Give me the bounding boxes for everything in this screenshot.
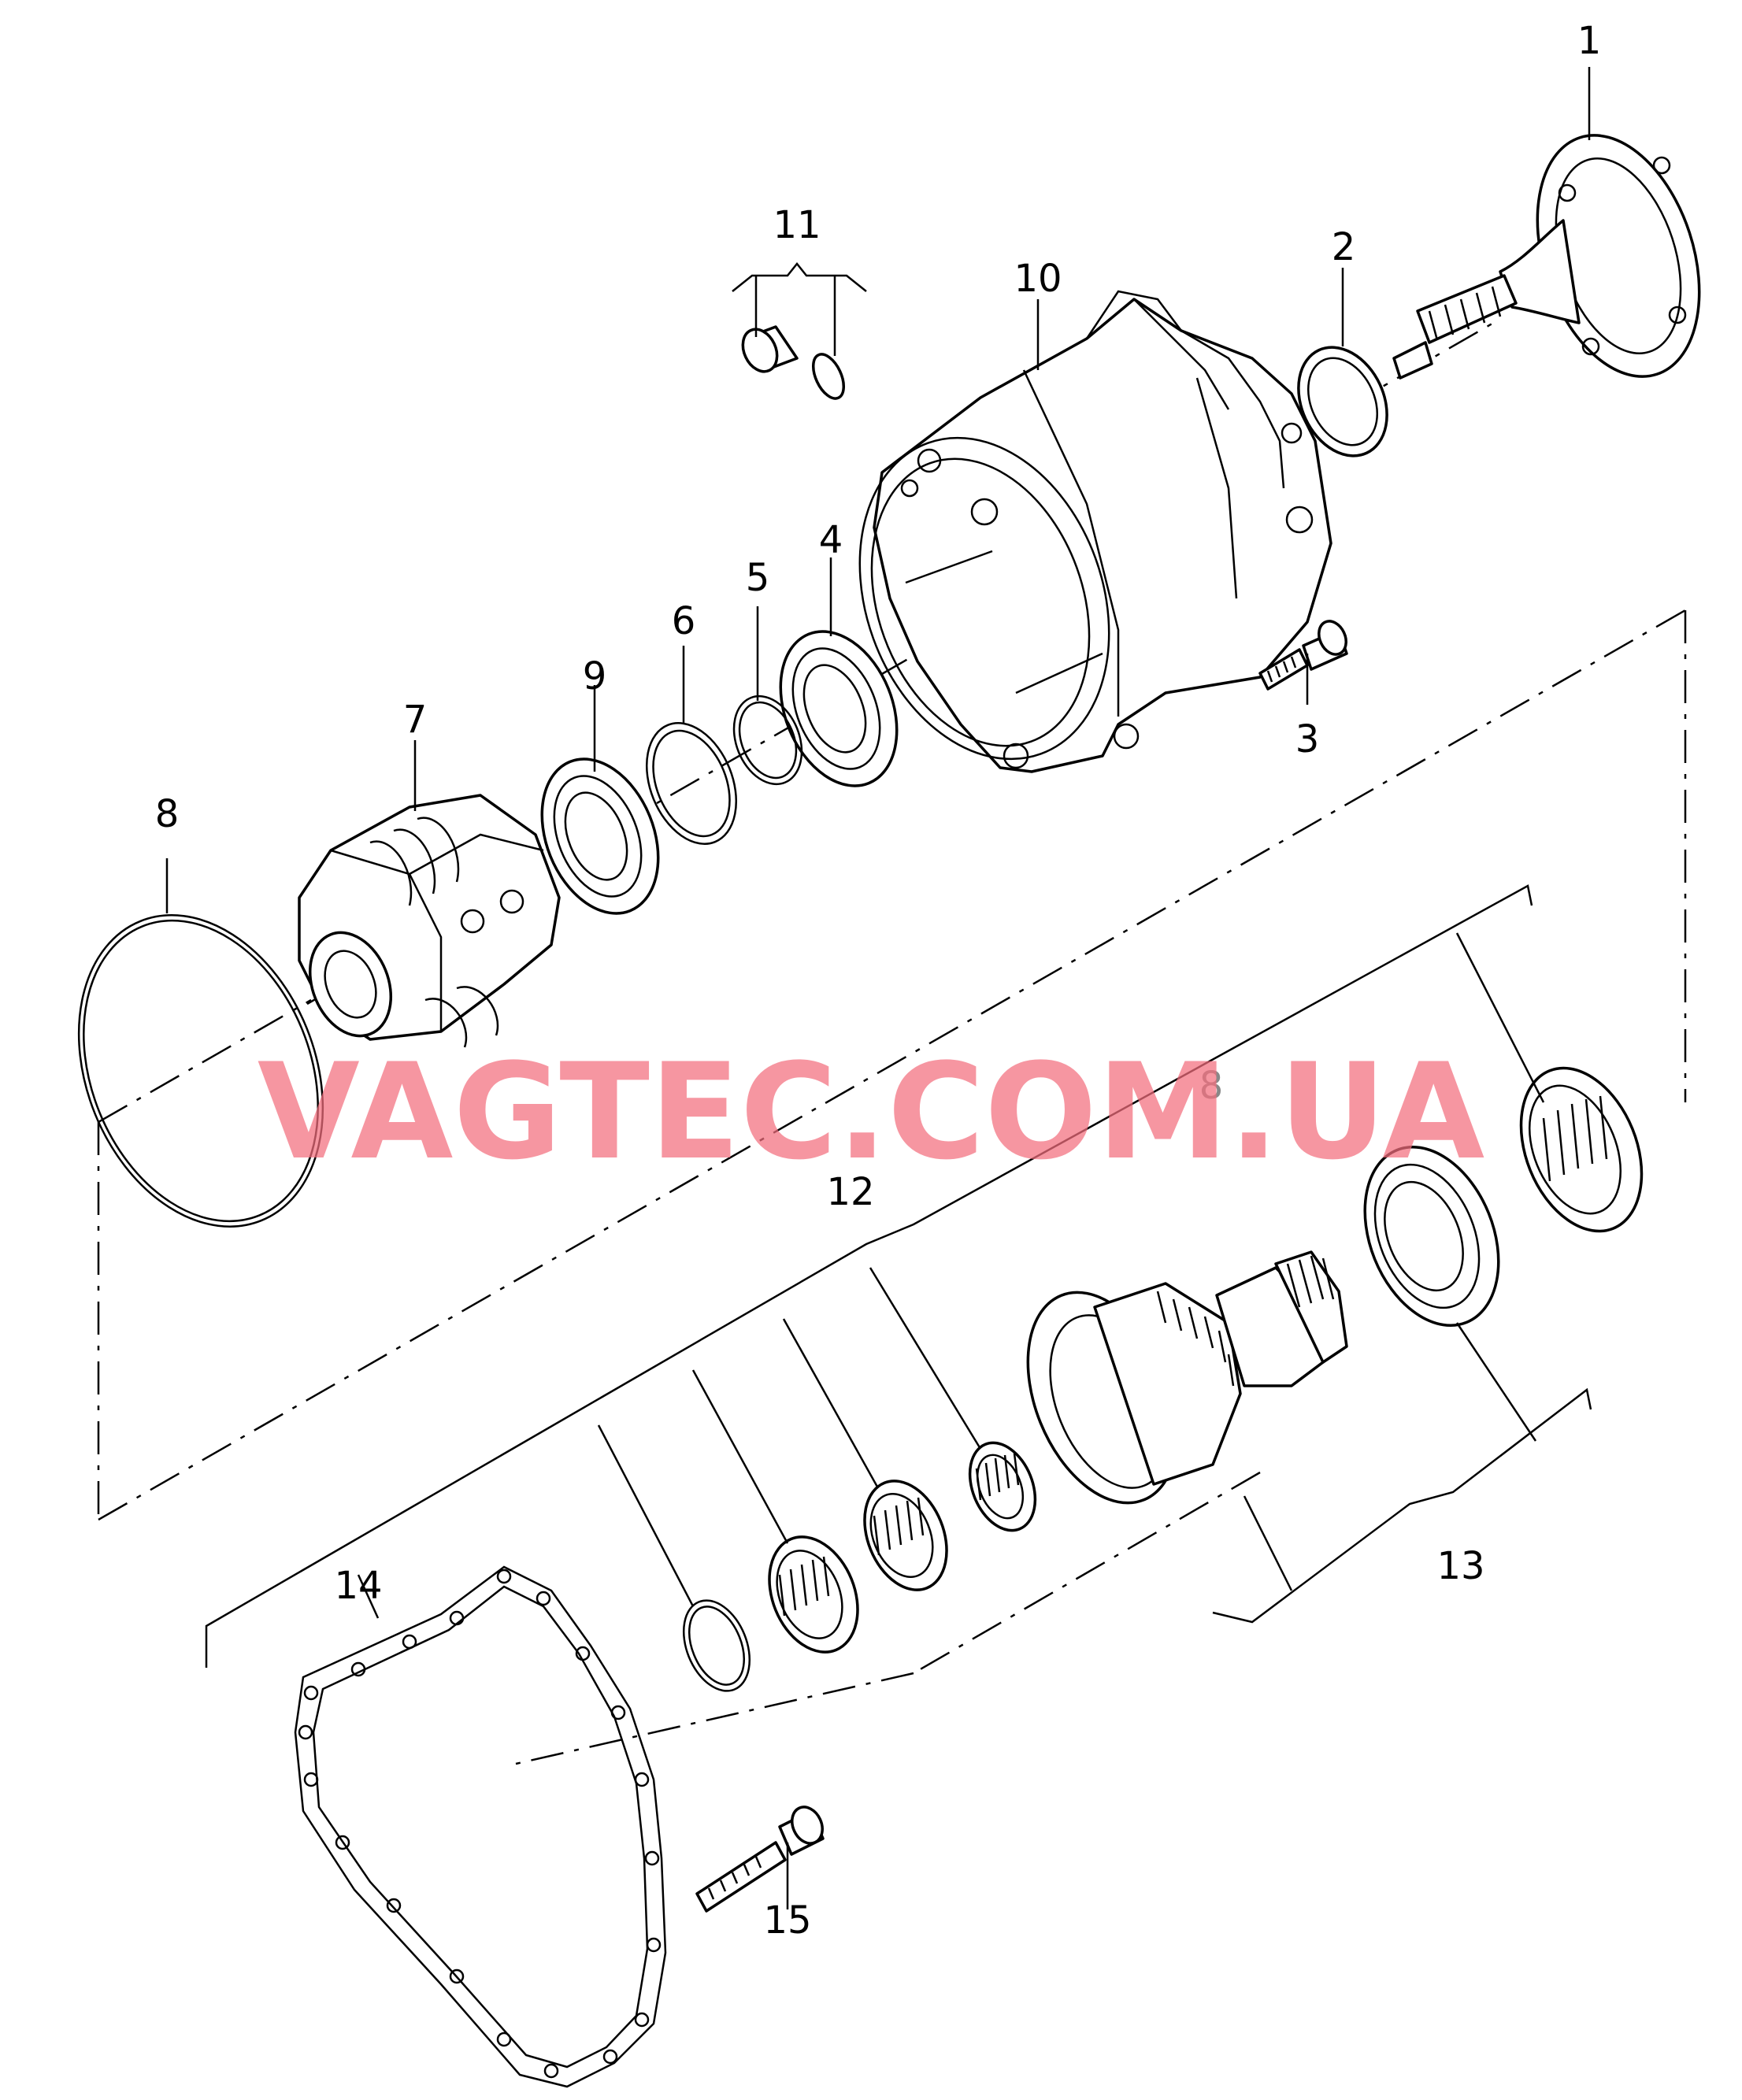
callout-1: 1 (1577, 19, 1602, 63)
callout-7: 7 (403, 698, 428, 742)
transfer-housing-part-10 (858, 290, 1332, 773)
snap-ring-part-6 (645, 722, 738, 845)
needle-bearing-set-part-12 (682, 1441, 1037, 1692)
callout-14: 14 (334, 1564, 382, 1608)
callout-6: 6 (672, 599, 696, 643)
callout-8-secondary: 8 (1199, 1064, 1224, 1108)
callout-5: 5 (746, 556, 770, 600)
o-ring-part-8 (77, 914, 324, 1228)
bolt-part-3 (1258, 620, 1348, 691)
callout-4: 4 (819, 518, 843, 562)
callout-8: 8 (155, 792, 180, 836)
gasket-part-14 (294, 1565, 667, 2088)
watermark-text: VAGTEC.COM.UA (258, 1035, 1484, 1189)
bearing-part-4 (779, 630, 899, 787)
differential-part-7 (298, 794, 561, 1048)
callout-10: 10 (1014, 257, 1062, 301)
output-flange-part-1 (1392, 134, 1701, 380)
callout-labels: 1 2 3 4 5 6 7 8 8 9 10 11 12 13 14 15 (155, 19, 1602, 1943)
callout-12: 12 (826, 1170, 874, 1214)
callout-13: 13 (1436, 1544, 1484, 1588)
callout-2: 2 (1332, 225, 1356, 269)
leader-lines (165, 67, 1592, 1909)
callout-3: 3 (1295, 717, 1320, 761)
bolt-part-15 (695, 1806, 825, 1913)
callout-9: 9 (583, 654, 607, 698)
bearing-part-9 (540, 757, 660, 915)
drain-plug-part-11 (741, 325, 846, 400)
callout-11: 11 (773, 203, 821, 247)
callout-15: 15 (763, 1898, 811, 1943)
gear-shaft-part-13 (1026, 1146, 1500, 1505)
circlip-part-5 (732, 694, 803, 786)
needle-bearing-upper (1519, 1066, 1644, 1233)
